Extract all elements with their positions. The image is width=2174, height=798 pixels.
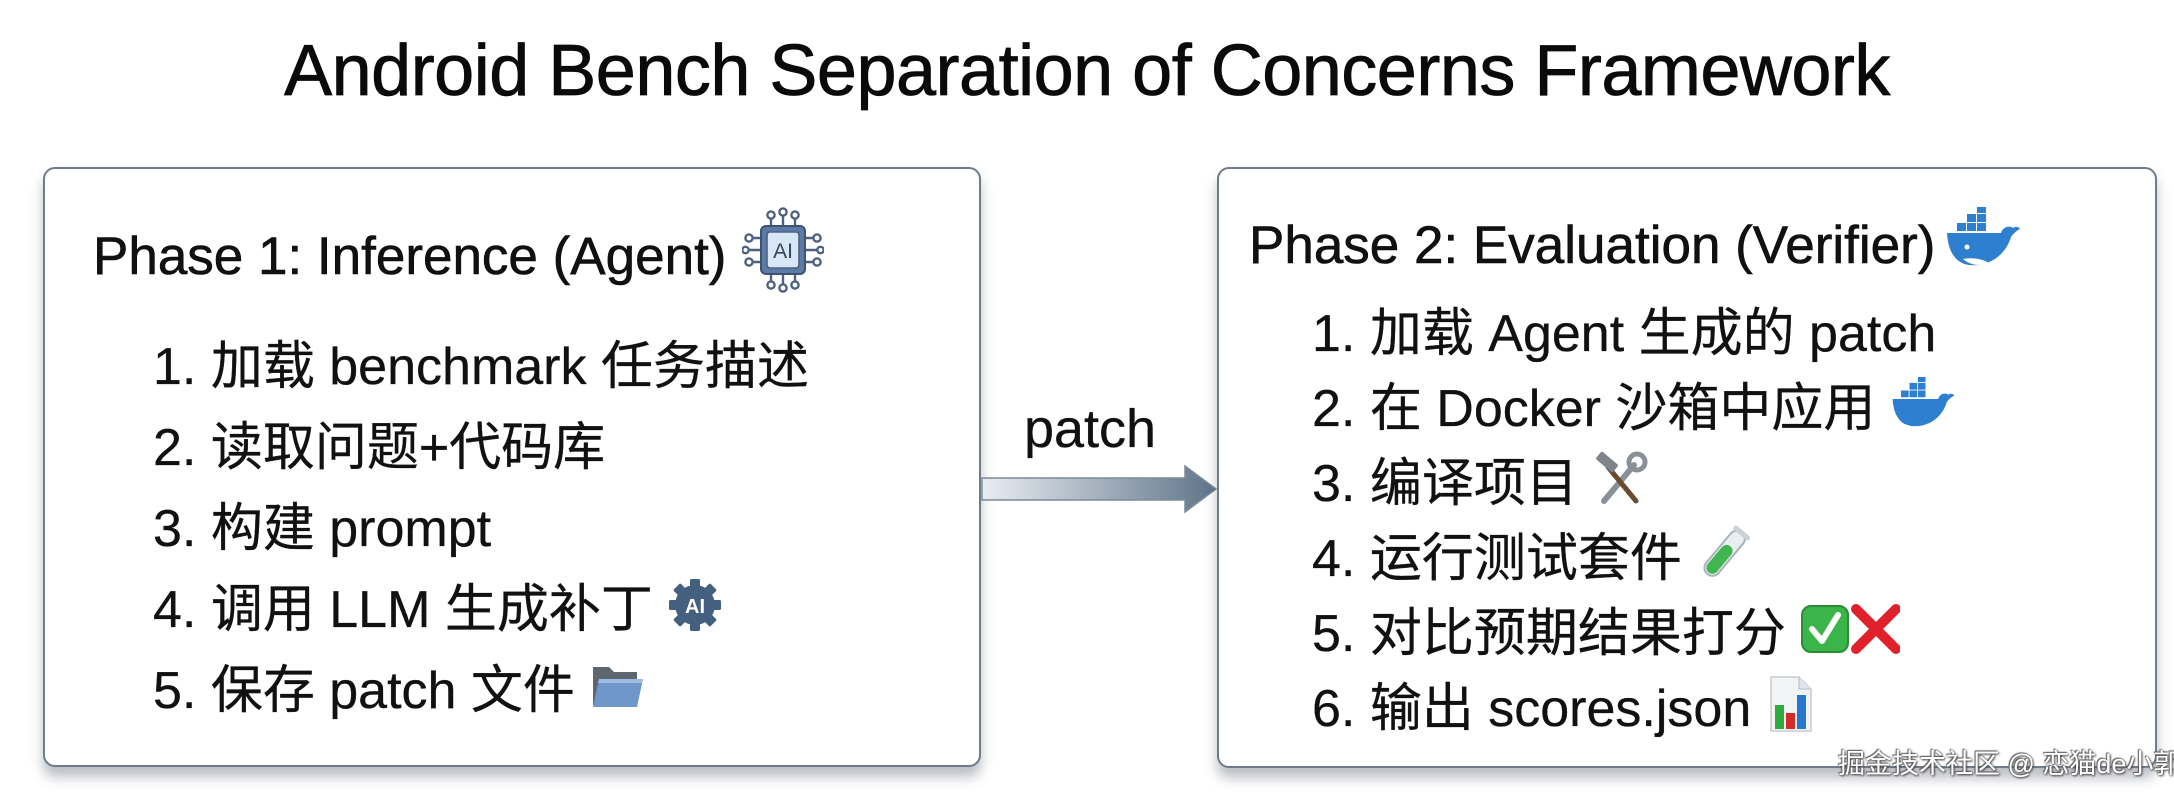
step-text: 3. 编译项目 (1312, 455, 1578, 513)
phase-2-heading: Phase 2: Evaluation (Verifier) (1249, 207, 2021, 284)
ai-chip-icon: AI (741, 207, 826, 306)
phase-2-steps: 1. 加载 Agent 生成的 patch 2. 在 Docker 沙箱中应用 … (1312, 291, 1957, 741)
docker-whale-icon (1945, 207, 2021, 284)
phase-1-step: 3. 构建 prompt (153, 483, 809, 564)
step-text: 4. 调用 LLM 生成补丁 (153, 581, 653, 639)
bar-chart-file-icon (1765, 675, 1815, 733)
step-text: 1. 加载 benchmark 任务描述 (153, 338, 809, 396)
phase-1-step: 1. 加载 benchmark 任务描述 (153, 321, 809, 402)
connector-label: patch (1023, 399, 1157, 459)
phase-1-step: 5. 保存 patch 文件 (153, 645, 809, 726)
phase-2-step: 1. 加载 Agent 生成的 patch (1312, 291, 1957, 366)
phase-1-heading-text: Phase 1: Inference (Agent) (93, 227, 727, 287)
phase-2-step: 5. 对比预期结果打分 (1312, 591, 1957, 666)
step-text: 5. 对比预期结果打分 (1312, 605, 1786, 663)
phase-1-steps: 1. 加载 benchmark 任务描述 2. 读取问题+代码库 3. 构建 p… (153, 321, 809, 726)
phase-1-step: 4. 调用 LLM 生成补丁 AI (153, 564, 809, 645)
phase-2-step: 3. 编译项目 (1312, 441, 1957, 516)
step-text: 5. 保存 patch 文件 (153, 662, 575, 720)
phase-1-step: 2. 读取问题+代码库 (153, 402, 809, 483)
phase-1-panel: Phase 1: Inference (Agent) AI 1. 加载 benc… (43, 167, 981, 767)
diagram-title: Android Bench Separation of Concerns Fra… (284, 31, 1891, 112)
step-text: 2. 读取问题+代码库 (153, 419, 606, 477)
ai-gear-label: AI (685, 596, 705, 618)
check-and-cross-icon (1800, 603, 1901, 655)
step-text: 2. 在 Docker 沙箱中应用 (1312, 380, 1876, 438)
ai-chip-label: AI (774, 240, 794, 263)
phase-2-step: 2. 在 Docker 沙箱中应用 (1312, 366, 1957, 441)
folder-icon (589, 661, 645, 711)
step-text: 6. 输出 scores.json (1312, 680, 1752, 738)
phase-2-step: 6. 输出 scores.json (1312, 666, 1957, 741)
step-text: 4. 运行测试套件 (1312, 530, 1682, 588)
hammer-wrench-icon (1592, 451, 1648, 507)
step-text: 1. 加载 Agent 生成的 patch (1312, 305, 1937, 363)
watermark: 掘金技术社区 @ 恋猫de小郭 (1838, 749, 2174, 779)
phase-2-step: 4. 运行测试套件 (1312, 516, 1957, 591)
test-tube-icon (1696, 524, 1752, 584)
docker-whale-icon (1889, 376, 1957, 431)
phase-2-heading-text: Phase 2: Evaluation (Verifier) (1249, 216, 1936, 276)
patch-connector: patch (980, 398, 1220, 518)
right-arrow-icon (981, 464, 1218, 514)
phase-2-panel: Phase 2: Evaluation (Verifier) 1. 加载 Age… (1217, 167, 2157, 768)
ai-gear-icon: AI (667, 577, 723, 633)
phase-1-heading: Phase 1: Inference (Agent) AI (93, 207, 826, 306)
step-text: 3. 构建 prompt (153, 500, 492, 558)
